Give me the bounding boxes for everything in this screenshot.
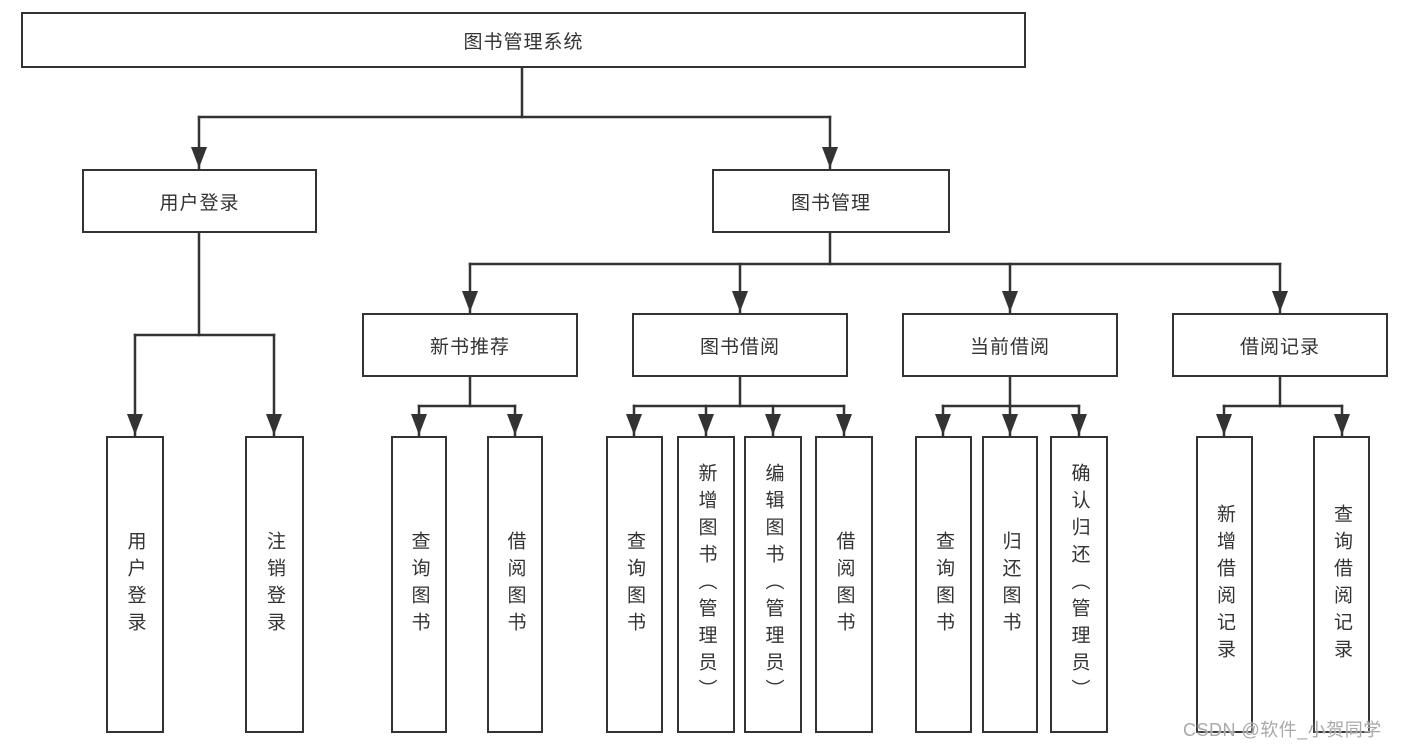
leaf-query-books-borrowing: 查询图书 bbox=[606, 436, 663, 733]
leaf-confirm-return-admin: 确认归还（管理员） bbox=[1050, 436, 1108, 733]
connector-borrow-records-children bbox=[1216, 375, 1350, 437]
connector-current-borrowing-children bbox=[935, 375, 1087, 437]
leaf-query-borrow-record: 查询借阅记录 bbox=[1313, 436, 1370, 733]
leaf-query-books-recommend-label: 查询图书 bbox=[408, 530, 430, 639]
leaf-user-login: 用户登录 bbox=[106, 436, 164, 733]
connector-new-book-recommend-children bbox=[411, 375, 523, 437]
leaf-add-books-admin: 新增图书（管理员） bbox=[677, 436, 735, 733]
node-book-borrowing: 图书借阅 bbox=[632, 313, 848, 377]
leaf-query-books-recommend: 查询图书 bbox=[391, 436, 447, 733]
leaf-add-books-admin-label: 新增图书（管理员） bbox=[695, 463, 717, 706]
leaf-query-books-current-label: 查询图书 bbox=[933, 530, 954, 639]
leaf-borrow-books-recommend: 借阅图书 bbox=[487, 436, 543, 733]
leaf-return-books-label: 归还图书 bbox=[999, 530, 1021, 639]
node-book-management: 图书管理 bbox=[712, 169, 950, 233]
leaf-borrow-books-borrowing-label: 借阅图书 bbox=[833, 530, 855, 639]
leaf-user-login-label: 用户登录 bbox=[124, 530, 146, 639]
connector-user-login-children bbox=[127, 231, 282, 437]
leaf-edit-books-admin: 编辑图书（管理员） bbox=[744, 436, 802, 733]
watermark: CSDN @软件_小贺同学 bbox=[1183, 720, 1382, 740]
node-new-book-recommend: 新书推荐 bbox=[362, 313, 578, 377]
leaf-query-borrow-record-label: 查询借阅记录 bbox=[1331, 503, 1352, 666]
leaf-logout: 注销登录 bbox=[245, 436, 304, 733]
leaf-logout-label: 注销登录 bbox=[264, 530, 285, 639]
leaf-return-books: 归还图书 bbox=[982, 436, 1038, 733]
node-root-library-management-system: 图书管理系统 bbox=[21, 12, 1026, 68]
leaf-borrow-books-borrowing: 借阅图书 bbox=[815, 436, 873, 733]
leaf-edit-books-admin-label: 编辑图书（管理员） bbox=[762, 463, 784, 706]
leaf-query-books-current: 查询图书 bbox=[915, 436, 972, 733]
leaf-add-borrow-record-label: 新增借阅记录 bbox=[1214, 503, 1235, 666]
connector-root-to-level2 bbox=[191, 66, 838, 170]
leaf-query-books-borrowing-label: 查询图书 bbox=[624, 530, 645, 639]
node-borrow-records: 借阅记录 bbox=[1172, 313, 1388, 377]
leaf-add-borrow-record: 新增借阅记录 bbox=[1196, 436, 1253, 733]
node-current-borrowing: 当前借阅 bbox=[902, 313, 1118, 377]
leaf-borrow-books-recommend-label: 借阅图书 bbox=[504, 530, 526, 639]
leaf-confirm-return-admin-label: 确认归还（管理员） bbox=[1068, 463, 1090, 706]
connector-book-management-children bbox=[462, 231, 1288, 314]
node-user-login: 用户登录 bbox=[82, 169, 317, 233]
connector-book-borrowing-children bbox=[626, 375, 852, 437]
